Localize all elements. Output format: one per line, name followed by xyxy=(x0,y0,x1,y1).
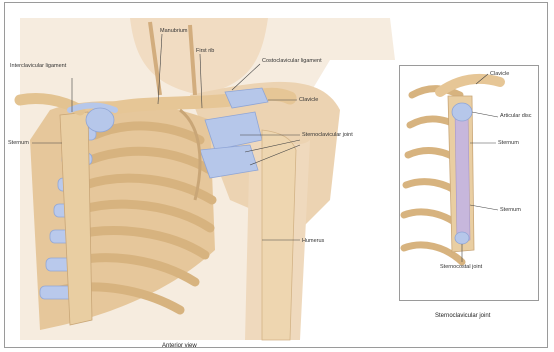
label-clavicle: Clavicle xyxy=(299,97,318,103)
label-costoclavicular-ligament: Costoclavicular ligament xyxy=(262,58,322,64)
caption-sternoclavicular-joint: Sternoclavicular joint xyxy=(435,313,490,319)
label-interclavicular-ligament: Interclavicular ligament xyxy=(10,63,72,69)
inset-label-clavicle: Clavicle xyxy=(490,71,509,77)
inset-label-articular-disc: Articular disc xyxy=(500,113,534,119)
label-manubrium: Manubrium xyxy=(160,28,188,34)
humerus-bone xyxy=(262,130,296,340)
label-humerus: Humerus xyxy=(302,238,324,244)
label-sternoclavicular-joint: Sternoclavicular joint xyxy=(302,132,362,138)
inset-label-sternum-top: Sternum xyxy=(498,140,519,146)
label-sternum: Sternum xyxy=(8,140,29,146)
inset-label-sternocostal-joint: Sternocostal joint xyxy=(440,264,496,270)
sc-joint-ligament xyxy=(86,108,114,132)
label-first-rib: First rib xyxy=(196,48,214,54)
caption-anterior-view: Anterior view xyxy=(162,343,197,349)
inset-label-sternum-mid: Sternum xyxy=(500,207,521,213)
